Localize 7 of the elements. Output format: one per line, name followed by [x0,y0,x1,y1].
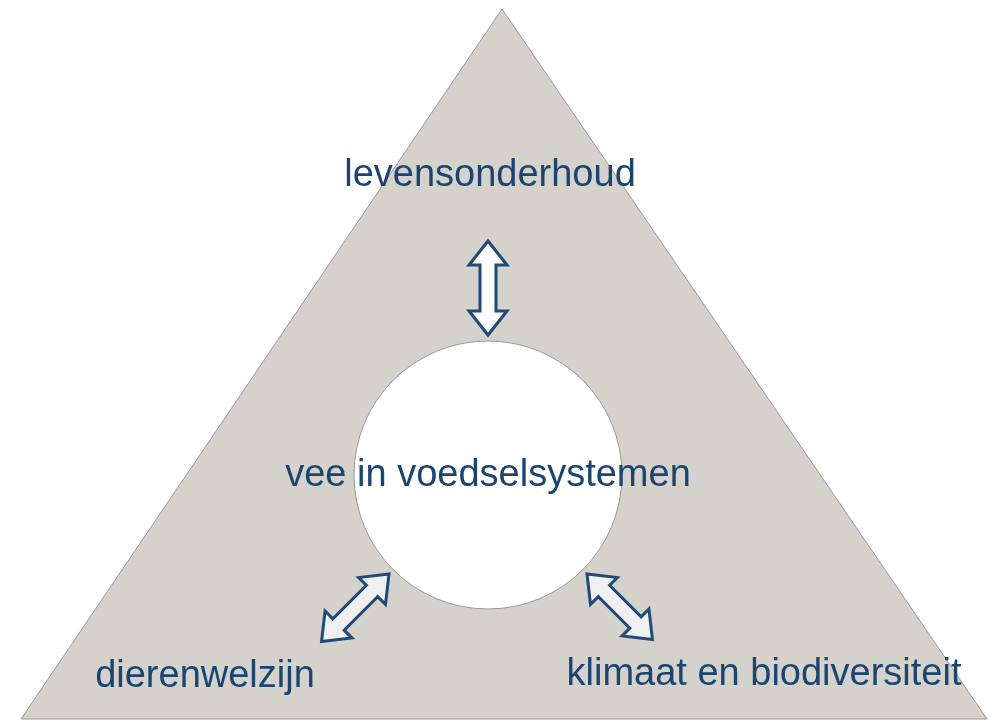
double-arrow [465,238,511,338]
double-arrow [585,572,655,642]
topic-label: klimaat en biodiversiteit [565,651,963,694]
topic-label: levensonderhoud [343,152,637,195]
double-arrow [319,572,391,644]
topic-label: dierenwelzijn [94,653,316,696]
center-label: vee in voedselsystemen [284,452,692,495]
